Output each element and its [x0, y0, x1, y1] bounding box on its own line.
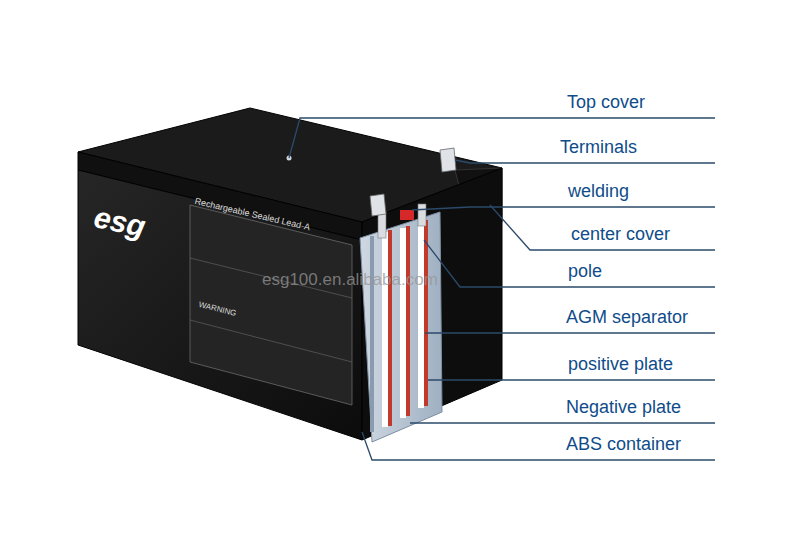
leader-line [362, 432, 715, 460]
positive-plate [406, 226, 410, 416]
part-label: positive plate [568, 354, 673, 375]
watermark: esg100.en.alibaba.com [262, 270, 438, 290]
part-label: ABS container [566, 434, 681, 455]
leader-line [428, 379, 715, 380]
negative-plate [370, 236, 374, 432]
part-label: AGM separator [566, 307, 688, 328]
leader-line [410, 422, 715, 423]
agm-separator [400, 228, 406, 418]
pole [418, 204, 426, 226]
printed-panel [190, 205, 352, 405]
leader-line [289, 118, 715, 158]
welding-mark [400, 210, 414, 220]
part-label: pole [568, 261, 602, 282]
pole [378, 212, 386, 238]
part-label: center cover [571, 224, 670, 245]
agm-separator [382, 232, 388, 427]
leader-line [490, 205, 715, 250]
part-label: welding [568, 181, 629, 202]
positive-plate [424, 220, 428, 406]
agm-separator [418, 222, 424, 408]
terminal [370, 194, 386, 216]
terminal [440, 148, 456, 172]
positive-plate [388, 230, 392, 426]
part-label: Negative plate [566, 397, 681, 418]
leader-line [424, 240, 715, 287]
front-face [78, 170, 362, 440]
part-label: Terminals [560, 137, 637, 158]
panel-rule [190, 320, 352, 362]
leader-line [455, 160, 715, 163]
part-label: Top cover [567, 92, 645, 113]
leader-line [425, 332, 715, 333]
leader-line [412, 207, 715, 210]
